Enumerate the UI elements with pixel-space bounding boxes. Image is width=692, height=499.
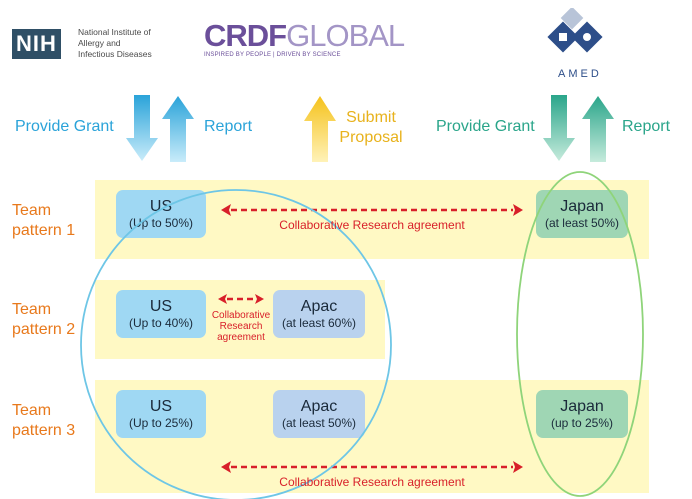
amed-logo-text: AMED [558,68,602,80]
nih-provide-grant-label: Provide Grant [15,118,114,135]
pattern-2-apac-box: Apac (at least 60%) [273,290,365,338]
pattern-2-agreement-left-arrowhead [218,294,227,304]
team-pattern-1-label: Team pattern 1 [12,202,76,239]
amed-logo-mark [547,8,603,53]
nih-logo-text: National Institute of Allergy and Infect… [78,27,152,59]
crdf-logo: CRDFGLOBAL INSPIRED BY PEOPLE | DRIVEN B… [204,18,405,70]
amed-logo: AMED [540,8,620,83]
nih-grant-down-arrow [126,95,158,161]
nih-logo: NIH National Institute of Allergy and In… [12,25,192,65]
amed-provide-grant-label: Provide Grant [436,118,535,135]
pattern-3-agreement-left-arrowhead [221,461,231,473]
pattern-2-agreement-right-arrowhead [255,294,264,304]
amed-report-label: Report [622,118,671,135]
submit-proposal-label: Submit Proposal [339,109,403,146]
pattern-3-apac-box: Apac (at least 50%) [273,390,365,438]
nih-logo-mark: NIH [12,29,61,59]
team-pattern-2-label: Team pattern 2 [12,301,76,338]
pattern-2-us-box: US (Up to 40%) [116,290,206,338]
japan-group-ellipse [516,171,644,497]
pattern-3-agreement-right-arrowhead [513,461,523,473]
pattern-2-agreement-label: Collaborative Research agreement [211,310,271,343]
pattern-1-agreement-label: Collaborative Research agreement [279,218,465,232]
pattern-1-japan-box: Japan (at least 50%) [536,190,628,238]
pattern-3-agreement-label: Collaborative Research agreement [279,475,465,489]
pattern-1-agreement-right-arrowhead [513,204,523,216]
flow-arrows [126,95,614,162]
nih-report-up-arrow [162,96,194,162]
crdf-proposal-up-arrow [304,96,336,162]
amed-grant-down-arrow [543,95,575,161]
pattern-1-agreement-left-arrowhead [221,204,231,216]
crdf-logo-tagline: INSPIRED BY PEOPLE | DRIVEN BY SCIENCE [204,52,341,58]
nih-report-label: Report [204,118,253,135]
team-pattern-3-label: Team pattern 3 [12,402,76,439]
crdf-logo-word: CRDFGLOBAL [204,18,405,53]
pattern-3-japan-box: Japan (up to 25%) [536,390,628,438]
pattern-3-us-box: US (Up to 25%) [116,390,206,438]
us-group-ellipse [80,189,392,499]
amed-report-up-arrow [582,96,614,162]
